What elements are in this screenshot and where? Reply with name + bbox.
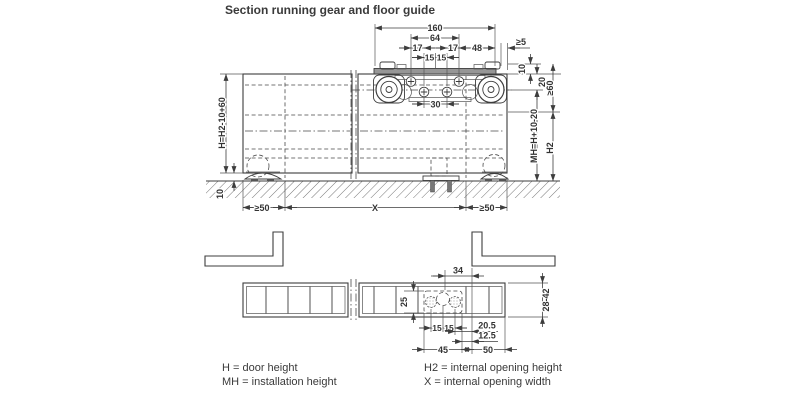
section-view: 160 64 17 17 48 15 15 ≥5 30: [206, 22, 561, 214]
dim-track-height: 10: [517, 64, 527, 74]
roller-right: [477, 75, 505, 104]
wall-right: [471, 231, 556, 267]
running-gear: [373, 61, 507, 104]
dim-opening-width: X: [372, 203, 378, 213]
fixing-screws: [405, 76, 465, 98]
dim-wall-gap: ≥5: [516, 37, 526, 47]
dim-offset-right: 17: [448, 43, 458, 53]
dimension-chain-left: H=H2-10+60 10: [214, 73, 237, 200]
roller-left: [375, 75, 403, 104]
page-title: Section running gear and floor guide: [225, 3, 435, 17]
dim-carriage-width: 64: [430, 33, 440, 43]
dim-top-inset: 20: [537, 77, 547, 87]
dim-door-thickness: 28-42: [541, 288, 551, 311]
dim-screw-left: 15: [432, 323, 442, 333]
dim-headroom: ≥60: [545, 81, 555, 96]
legend-installation-height: MH = installation height: [222, 376, 337, 388]
dim-floor-clearance: 10: [215, 189, 225, 199]
dim-wall-overlap: 50: [483, 345, 493, 355]
dimension-chain-top: 160 64 17 17 48 15 15 ≥5 30: [374, 22, 530, 111]
dim-edge-b: 12.5: [478, 331, 496, 341]
dim-door-height: H=H2-10+60: [217, 97, 227, 149]
dim-bolt-right: 15: [437, 53, 447, 63]
legend-door-height: H = door height: [222, 362, 298, 374]
wall-left: [204, 231, 284, 267]
dim-end-clearance: 48: [472, 43, 482, 53]
guide-screw-left: [425, 296, 437, 308]
floor-guide-section: [422, 157, 460, 193]
dim-bolt-left: 15: [425, 53, 435, 63]
dim-bolt-spacing: 30: [430, 100, 440, 110]
clamp-left: [379, 61, 396, 70]
legend-opening-width: X = internal opening width: [424, 376, 551, 388]
dim-guide-to-wall: 34: [453, 266, 463, 276]
dim-offset-left: 17: [412, 43, 422, 53]
dim-plate-width: 45: [438, 345, 448, 355]
guide-pin: [436, 292, 450, 306]
plan-view: 34 25 15 15 20.5 12.5 45 5: [204, 231, 556, 356]
legend: H = door height MH = installation height…: [222, 362, 562, 388]
dim-installation-height: MH=H+10-20: [529, 109, 539, 163]
clamp-right: [484, 61, 501, 70]
dimension-chain-right: 10 20 ≥60 MH=H+10-20 H2: [516, 54, 556, 182]
dim-opening-height: H2: [545, 142, 555, 154]
dim-overlap-left: ≥50: [255, 203, 270, 213]
guide-screw-right: [449, 296, 461, 308]
glide-shoe-left: [243, 154, 283, 182]
track-rail: [373, 68, 497, 75]
dim-guide-width: 25: [399, 297, 409, 307]
dim-track-length: 160: [427, 23, 442, 33]
floor-guide-plan: [423, 290, 463, 314]
glide-shoe-right: [479, 154, 510, 182]
dim-edge-a: 20.5: [478, 321, 496, 331]
dimension-chain-bottom: ≥50 X ≥50: [242, 202, 508, 214]
legend-opening-height: H2 = internal opening height: [424, 362, 562, 374]
dim-overlap-right: ≥50: [480, 203, 495, 213]
plan-dimensions: 34 25 15 15 20.5 12.5 45 5: [398, 264, 553, 356]
door-panel-plan: [242, 279, 506, 321]
